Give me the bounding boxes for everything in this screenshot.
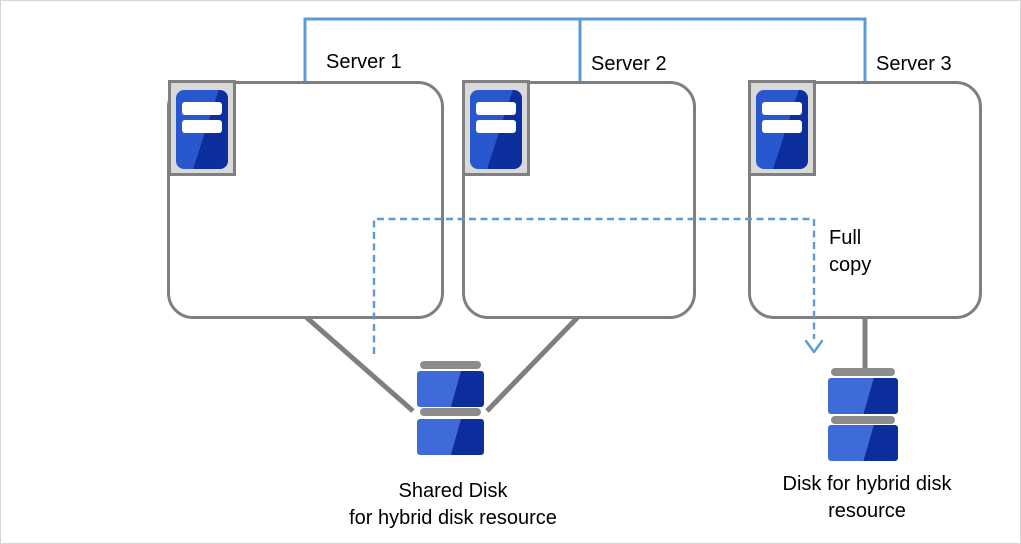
hybrid-disk-label-line2: resource bbox=[828, 500, 906, 522]
full-copy-arrowhead-icon bbox=[804, 339, 824, 354]
disk-cap bbox=[420, 361, 481, 369]
server2-label: Server 2 bbox=[591, 53, 667, 75]
shared-disk-label: Shared Disk for hybrid disk resource bbox=[333, 478, 573, 532]
full-copy-label: Full copy bbox=[829, 227, 872, 276]
hybrid-disk-icon bbox=[828, 368, 898, 461]
server-icon-body bbox=[470, 90, 522, 169]
server-icon-slot bbox=[182, 120, 222, 133]
server-icon-slot bbox=[476, 102, 516, 115]
server-icon-body bbox=[756, 90, 808, 169]
disk-cap bbox=[831, 416, 895, 424]
disk-platter bbox=[417, 371, 484, 407]
server3-icon bbox=[748, 80, 816, 176]
server1-label: Server 1 bbox=[326, 51, 402, 73]
hybrid-disk-label-line1: Disk for hybrid disk bbox=[782, 473, 952, 495]
server-icon-slot bbox=[476, 120, 516, 133]
shared-disk-icon bbox=[417, 361, 484, 455]
server-icon-slot bbox=[762, 102, 802, 115]
server3-label: Server 3 bbox=[876, 53, 952, 75]
server2-shared-disk-connector bbox=[485, 315, 580, 413]
disk-platter bbox=[828, 378, 898, 414]
disk-cap bbox=[831, 368, 895, 376]
disk-platter bbox=[828, 425, 898, 461]
disk-cap bbox=[420, 408, 481, 416]
hybrid-disk-label: Disk for hybrid disk resource bbox=[747, 471, 987, 525]
server-icon-slot bbox=[182, 102, 222, 115]
server-icon-slot bbox=[762, 120, 802, 133]
server1-shared-disk-connector bbox=[304, 315, 415, 413]
server1-icon bbox=[168, 80, 236, 176]
disk-platter bbox=[417, 419, 484, 455]
server2-icon bbox=[462, 80, 530, 176]
shared-disk-label-line2: for hybrid disk resource bbox=[349, 507, 557, 529]
server-icon-body bbox=[176, 90, 228, 169]
shared-disk-label-line1: Shared Disk bbox=[398, 480, 508, 502]
